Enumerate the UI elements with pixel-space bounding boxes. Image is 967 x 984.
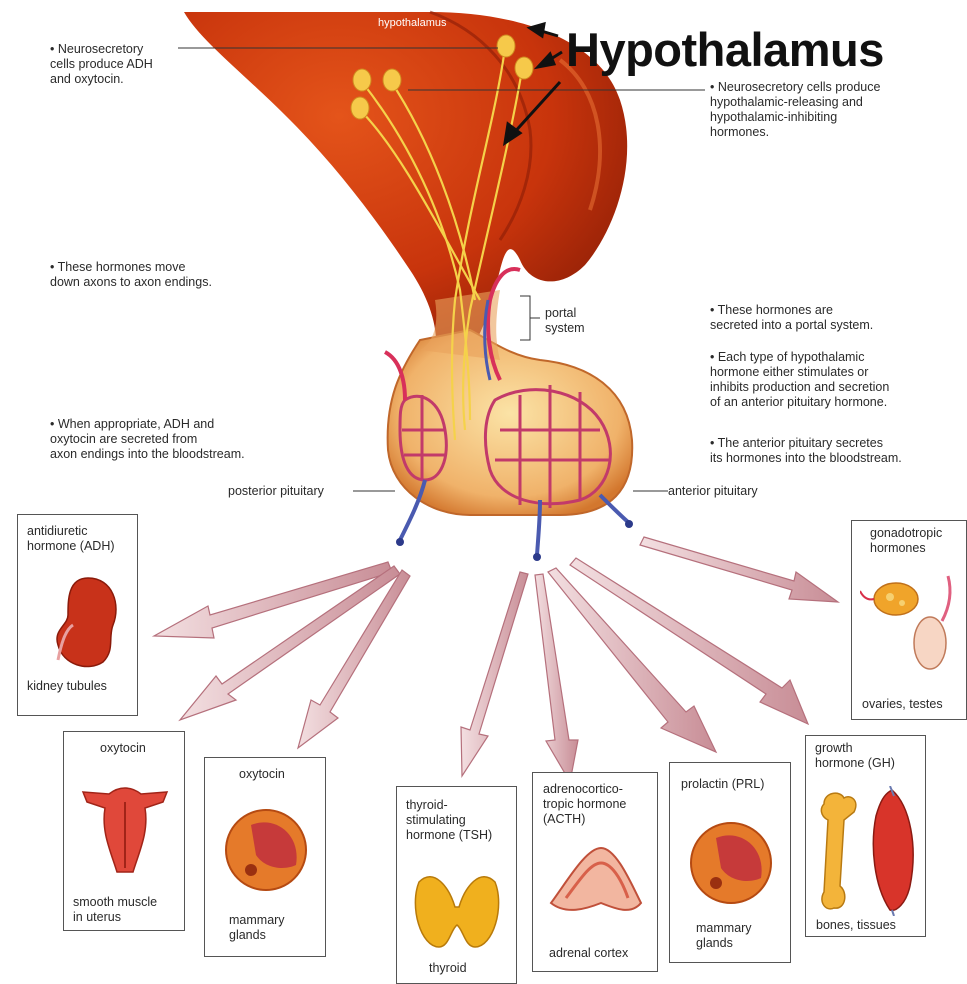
target-box-gh: growth hormone (GH) bones, tissues (805, 735, 926, 937)
target-box-oxytocin-mammary: oxytocin mammary glands (204, 757, 326, 957)
note-move-down-axons: • These hormones move down axons to axon… (50, 260, 212, 290)
page-title: Hypothalamus (566, 22, 884, 77)
thyroid-icon (409, 867, 505, 957)
target-organ-label: smooth muscle in uterus (73, 895, 157, 925)
hormone-label: growth hormone (GH) (815, 741, 895, 771)
hormone-label: antidiuretic hormone (ADH) (27, 524, 115, 554)
target-organ-label: thyroid (429, 961, 467, 976)
mammary-gland-icon (686, 813, 776, 913)
portal-system-label: portal system (545, 306, 585, 336)
hormone-label: oxytocin (239, 767, 285, 782)
target-box-gonadotropic: gonadotropic hormones ovaries, testes (851, 520, 967, 720)
note-neurosecretory-adh: • Neurosecretory cells produce ADH and o… (50, 42, 153, 87)
adrenal-icon (546, 843, 646, 923)
hormone-arrows (154, 537, 838, 782)
target-box-oxytocin-uterus: oxytocin smooth muscle in uterus (63, 731, 185, 931)
uterus-icon (79, 772, 171, 882)
hypothalamus-label: hypothalamus (378, 16, 447, 31)
arrow-to-tsh (461, 572, 528, 776)
mammary-gland-icon (221, 800, 311, 900)
target-organ-label: bones, tissues (816, 918, 896, 933)
note-anterior-secretes: • The anterior pituitary secretes its ho… (710, 436, 902, 466)
arrow-to-acth (535, 574, 578, 782)
note-stimulates-inhibits: • Each type of hypothalamic hormone eith… (710, 350, 889, 410)
hormone-label: gonadotropic hormones (870, 526, 942, 556)
target-box-tsh: thyroid- stimulating hormone (TSH) thyro… (396, 786, 517, 984)
target-organ-label: mammary glands (696, 921, 752, 951)
kidney-icon (43, 570, 123, 670)
note-releasing-hormones: • Neurosecretory cells produce hypothala… (710, 80, 880, 140)
target-organ-label: ovaries, testes (862, 697, 943, 712)
target-organ-label: kidney tubules (27, 679, 107, 694)
target-organ-label: mammary glands (229, 913, 285, 943)
target-box-adh: antidiuretic hormone (ADH) kidney tubule… (17, 514, 138, 716)
gonads-icon (860, 571, 964, 681)
target-organ-label: adrenal cortex (549, 946, 628, 961)
note-adh-oxytocin-secreted: • When appropriate, ADH and oxytocin are… (50, 417, 245, 462)
anterior-pituitary-label: anterior pituitary (668, 484, 758, 499)
arrow-to-gonadotropic (640, 537, 838, 602)
hormone-label: thyroid- stimulating hormone (TSH) (406, 798, 492, 843)
hormone-label: adrenocortico- tropic hormone (ACTH) (543, 782, 626, 827)
hormone-label: oxytocin (100, 741, 146, 756)
bone-muscle-icon (814, 786, 922, 916)
note-secreted-portal: • These hormones are secreted into a por… (710, 303, 873, 333)
posterior-pituitary-label: posterior pituitary (228, 484, 324, 499)
hormone-label: prolactin (PRL) (681, 777, 764, 792)
target-box-acth: adrenocortico- tropic hormone (ACTH) adr… (532, 772, 658, 972)
target-box-prl: prolactin (PRL) mammary glands (669, 762, 791, 963)
